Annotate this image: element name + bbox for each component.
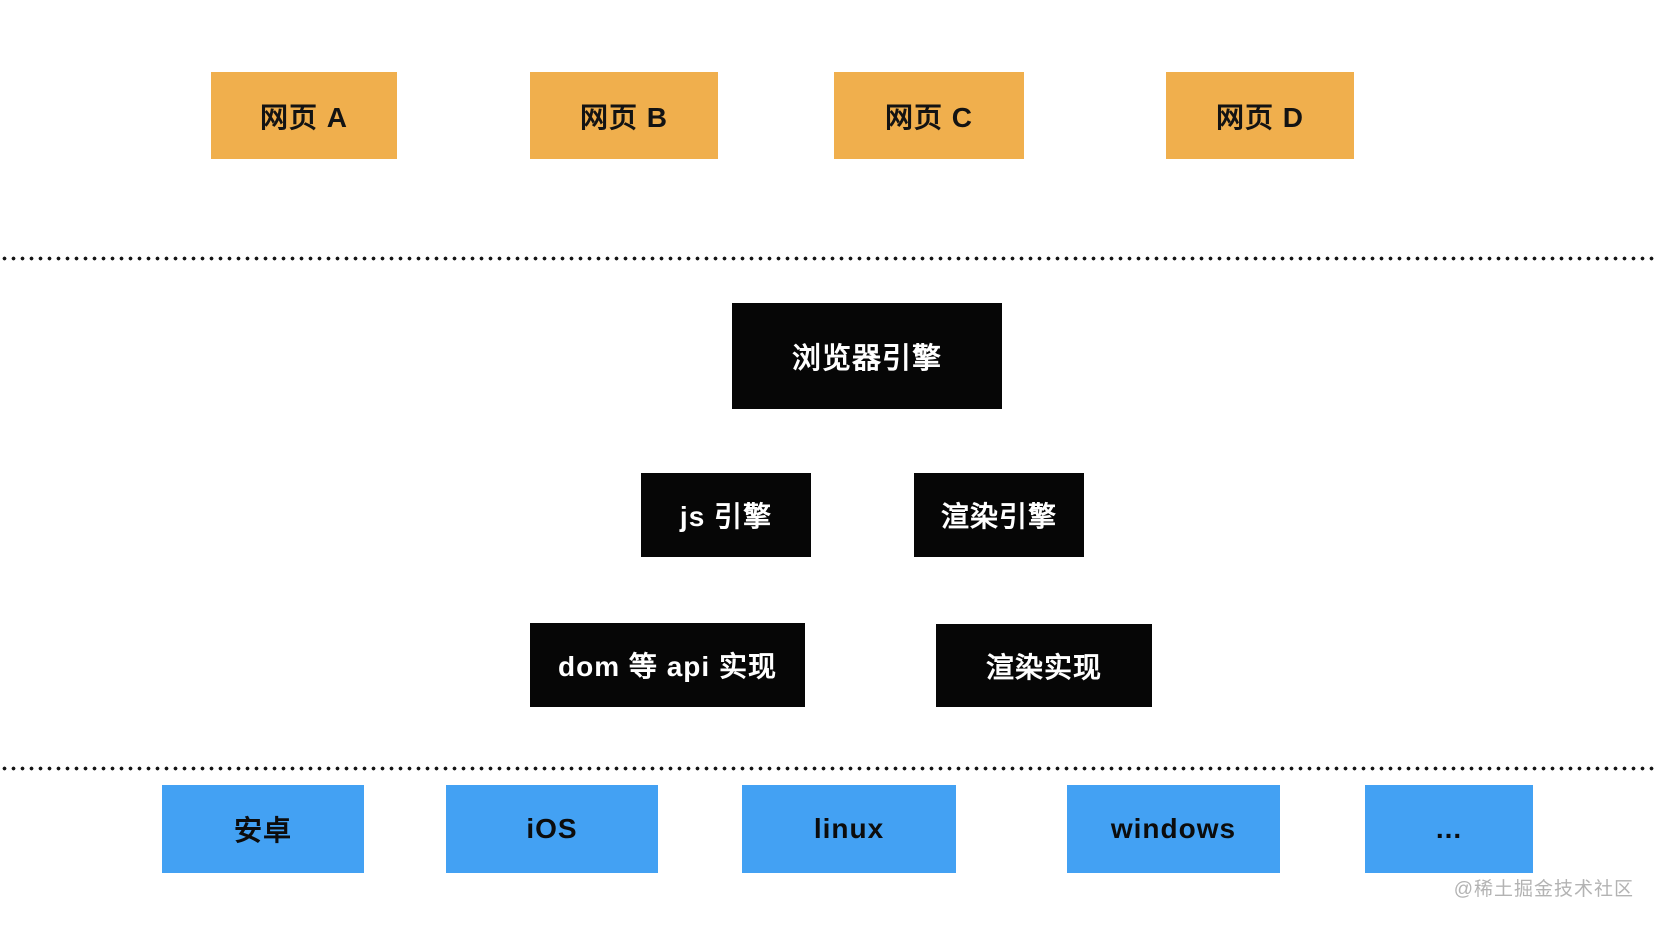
webpage-box-c-label: 网页 C: [884, 101, 973, 133]
render-engine-label: 渲染引擎: [940, 501, 1057, 532]
js-engine-box: js 引擎: [641, 473, 811, 557]
browser-engine-box: 浏览器引擎: [732, 303, 1002, 409]
browser-engine-label: 浏览器引擎: [791, 343, 942, 375]
webpage-box-b: 网页 B: [530, 72, 718, 159]
platform-box-more-label: ...: [1435, 813, 1463, 844]
platform-box-linux: linux: [742, 785, 956, 873]
dom-api-implementation-box: dom 等 api 实现: [530, 623, 805, 707]
render-implementation-box: 渲染实现: [936, 624, 1152, 707]
dom-api-implementation-label: dom 等 api 实现: [558, 651, 777, 682]
webpage-box-a-label: 网页 A: [259, 101, 348, 133]
platform-box-windows-label: windows: [1110, 813, 1237, 844]
platform-box-more: ...: [1365, 785, 1533, 873]
webpage-box-c: 网页 C: [834, 72, 1024, 159]
webpage-box-b-label: 网页 B: [579, 101, 668, 133]
webpage-box-d: 网页 D: [1166, 72, 1354, 159]
render-implementation-label: 渲染实现: [985, 651, 1102, 683]
watermark: @稀土掘金技术社区: [1453, 879, 1634, 900]
divider-dotted-top: [0, 256, 1656, 261]
platform-box-windows: windows: [1067, 785, 1280, 873]
webpage-box-d-label: 网页 D: [1215, 101, 1304, 133]
render-engine-box: 渲染引擎: [914, 473, 1084, 557]
platform-box-android: 安卓: [162, 785, 364, 873]
webpage-box-a: 网页 A: [211, 72, 397, 159]
divider-dotted-bottom: [0, 766, 1656, 771]
platform-box-ios: iOS: [446, 785, 658, 873]
js-engine-label: js 引擎: [679, 501, 773, 532]
platform-box-linux-label: linux: [813, 813, 885, 844]
platform-box-android-label: 安卓: [233, 815, 292, 846]
platform-box-ios-label: iOS: [526, 813, 578, 844]
